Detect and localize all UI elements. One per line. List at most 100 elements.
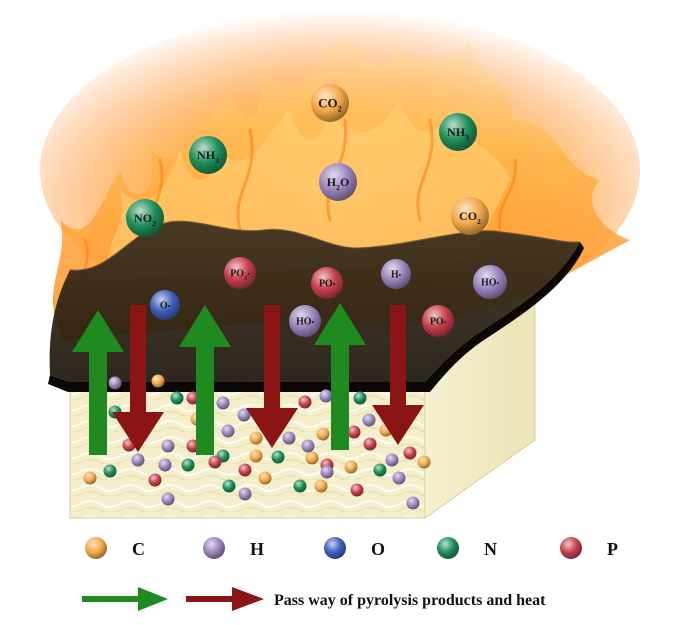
- molecule-sphere: [311, 84, 349, 122]
- substrate-atom-h: [131, 453, 145, 467]
- molecule-label: PO•: [319, 279, 336, 290]
- substrate-atom-n: [353, 391, 367, 405]
- substrate-atom-h: [161, 439, 175, 453]
- legend-atom-c-icon: [85, 537, 107, 559]
- substrate-atom-c: [83, 471, 97, 485]
- downward-arrow-icon: [372, 305, 424, 445]
- substrate-atom-p: [363, 437, 377, 451]
- substrate-atom-c: [258, 471, 272, 485]
- radical-po2-radical: PO2•: [224, 257, 256, 289]
- substrate-atom-p: [208, 455, 222, 469]
- gas-molecule-no2: NO2: [126, 199, 164, 237]
- substrate-atom-c: [417, 455, 431, 469]
- legend-atom-n-icon: [437, 537, 459, 559]
- substrate-atom-n: [181, 458, 195, 472]
- legend-label-h: H: [250, 539, 264, 559]
- molecule-label: CO2: [459, 209, 481, 226]
- legend-up-arrow-icon: [82, 587, 168, 611]
- downward-arrow-icon: [112, 305, 164, 452]
- substrate-atom-n: [293, 479, 307, 493]
- substrate-atom-h: [319, 389, 333, 403]
- gas-molecule-nh3-right: NH3: [439, 113, 477, 151]
- radical-ho-radical-2: HO•: [473, 265, 507, 299]
- molecule-sphere: [289, 305, 321, 337]
- legend-arrow-caption: Pass way of pyrolysis products and heat: [274, 592, 546, 609]
- legend-item-p: P: [560, 537, 618, 559]
- substrate-atoms: [83, 374, 431, 510]
- substrate-atom-h: [406, 496, 420, 510]
- upward-arrow-icon: [72, 310, 124, 455]
- legend-label-o: O: [371, 539, 385, 559]
- molecule-label: CO2: [318, 96, 342, 114]
- molecule-label: H•: [391, 270, 402, 281]
- legend-arrows: [82, 587, 264, 611]
- legend-atom-h-icon: [203, 537, 225, 559]
- substrate-atom-c: [249, 449, 263, 463]
- substrate-atom-c: [314, 479, 328, 493]
- substrate-atom-h: [362, 413, 376, 427]
- gas-molecule-co2-right: CO2: [451, 197, 489, 235]
- substrate-atom-h: [392, 471, 406, 485]
- substrate-atom-h: [237, 408, 251, 422]
- substrate-atom-h: [301, 439, 315, 453]
- molecule-sphere: [451, 197, 489, 235]
- substrate-atom-p: [148, 473, 162, 487]
- substrate-atom-h: [385, 453, 399, 467]
- substrate-atom-h: [282, 431, 296, 445]
- substrate-atom-h: [238, 487, 252, 501]
- flow-arrows: [72, 303, 424, 455]
- substrate-atom-h: [221, 424, 235, 438]
- substrate-atom-h: [161, 492, 175, 506]
- substrate-atom-c: [151, 374, 165, 388]
- substrate-atom-h: [108, 376, 122, 390]
- substrate-atom-p: [298, 395, 312, 409]
- legend-label-p: P: [607, 539, 618, 559]
- substrate-atom-n: [271, 450, 285, 464]
- radical-h-radical: H•: [381, 259, 411, 289]
- molecule-sphere: [473, 265, 507, 299]
- substrate-atom-p: [238, 463, 252, 477]
- molecule-sphere: [150, 290, 180, 320]
- legend-item-c: C: [85, 537, 145, 559]
- legend-down-arrow-icon: [186, 587, 264, 611]
- molecule-label: PO2•: [230, 269, 250, 282]
- substrate-atom-h: [320, 465, 334, 479]
- legend-atom-o-icon: [324, 537, 346, 559]
- molecule-sphere: [319, 163, 357, 201]
- substrate-atom-c: [249, 431, 263, 445]
- substrate-atom-h: [158, 458, 172, 472]
- molecule-label: PO•: [430, 317, 447, 328]
- molecule-sphere: [439, 113, 477, 151]
- gas-molecule-h2o: H2O: [319, 163, 357, 201]
- molecule-sphere: [189, 136, 227, 174]
- legend-label-n: N: [484, 539, 497, 559]
- substrate-atom-c: [316, 427, 330, 441]
- substrate-atom-p: [347, 425, 361, 439]
- radicals: PO2• PO• H• HO• O• HO• PO•: [150, 257, 507, 337]
- substrate-atom-h: [216, 396, 230, 410]
- molecule-label: NO2: [134, 211, 156, 228]
- radical-o-radical: O•: [150, 290, 180, 320]
- upward-arrow-icon: [314, 303, 366, 450]
- molecule-label: NH3: [197, 148, 219, 165]
- radical-po-radical-2: PO•: [422, 305, 454, 337]
- molecule-sphere: [311, 267, 343, 299]
- substrate-atom-n: [222, 479, 236, 493]
- legend: C H O N P Pass way of pyrolysis products and…: [82, 537, 618, 611]
- substrate-atom-n: [103, 464, 117, 478]
- legend-atom-p-icon: [560, 537, 582, 559]
- substrate-atom-p: [350, 483, 364, 497]
- substrate-atom-n: [373, 463, 387, 477]
- gas-molecule-nh3-left: NH3: [189, 136, 227, 174]
- molecule-label: O•: [160, 301, 171, 312]
- molecule-label: NH3: [447, 125, 469, 142]
- gas-molecule-co2-top: CO2: [311, 84, 349, 122]
- legend-label-c: C: [132, 539, 145, 559]
- substrate-atom-c: [344, 460, 358, 474]
- substrate-atom-c: [305, 451, 319, 465]
- radical-ho-radical-1: HO•: [289, 305, 321, 337]
- legend-item-h: H: [203, 537, 264, 559]
- downward-arrow-icon: [246, 305, 298, 448]
